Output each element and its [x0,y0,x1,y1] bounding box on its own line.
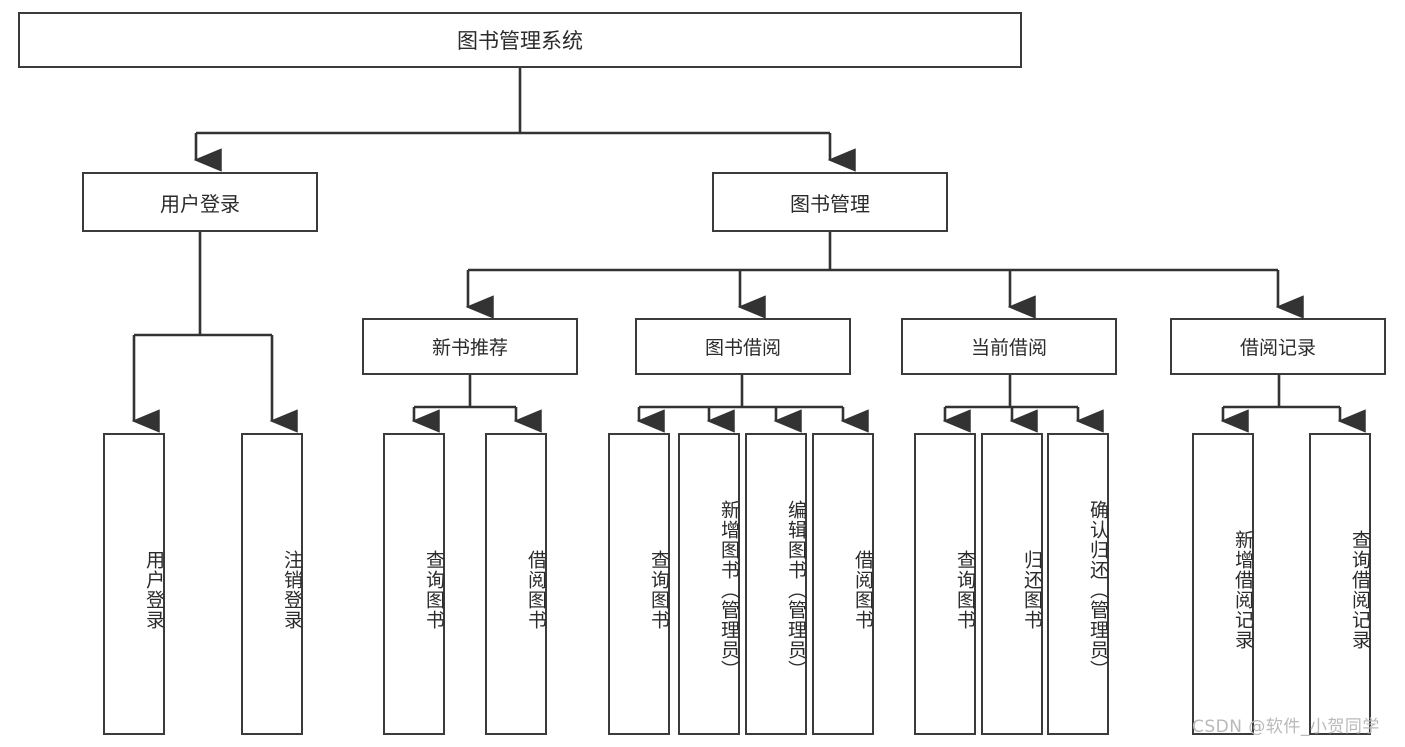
node-leaf-add-record-label: 新增借阅记录 [1232,530,1254,650]
node-leaf-edit-book-label: 编辑图书（管理员） [785,500,807,680]
node-leaf-borrow-book-2[interactable]: 借阅图书 [812,433,874,735]
node-root[interactable]: 图书管理系统 [18,12,1022,68]
node-new-book-recommend[interactable]: 新书推荐 [362,318,578,375]
node-leaf-query-book-3[interactable]: 查询图书 [914,433,976,735]
node-book-borrow[interactable]: 图书借阅 [635,318,851,375]
node-leaf-edit-book[interactable]: 编辑图书（管理员） [745,433,807,735]
node-leaf-add-book[interactable]: 新增图书（管理员） [678,433,740,735]
node-leaf-borrow-book-1-label: 借阅图书 [525,550,547,630]
node-book-management[interactable]: 图书管理 [712,172,948,232]
node-leaf-user-login[interactable]: 用户登录 [103,433,165,735]
node-leaf-query-book-3-label: 查询图书 [954,550,976,630]
node-borrow-record[interactable]: 借阅记录 [1170,318,1386,375]
node-user-login-label: 用户登录 [160,191,240,216]
csdn-watermark: CSDN @软件_小贺同学 [1192,717,1380,737]
node-new-book-recommend-label: 新书推荐 [431,337,508,359]
node-leaf-query-book-2[interactable]: 查询图书 [608,433,670,735]
node-leaf-add-book-label: 新增图书（管理员） [718,500,740,680]
node-current-borrow[interactable]: 当前借阅 [901,318,1117,375]
node-leaf-user-logout-label: 注销登录 [281,550,303,630]
node-leaf-return-book[interactable]: 归还图书 [981,433,1043,735]
node-current-borrow-label: 当前借阅 [970,337,1047,359]
node-leaf-query-book-1-label: 查询图书 [423,550,445,630]
node-leaf-user-logout[interactable]: 注销登录 [241,433,303,735]
node-leaf-query-book-1[interactable]: 查询图书 [383,433,445,735]
node-book-management-label: 图书管理 [790,191,870,216]
node-leaf-confirm-return-label: 确认归还（管理员） [1087,500,1109,680]
node-leaf-query-record-label: 查询借阅记录 [1349,530,1371,650]
node-leaf-borrow-book-2-label: 借阅图书 [852,550,874,630]
node-root-label: 图书管理系统 [457,29,583,53]
node-user-login[interactable]: 用户登录 [82,172,318,232]
node-leaf-query-record[interactable]: 查询借阅记录 [1309,433,1371,735]
node-leaf-add-record[interactable]: 新增借阅记录 [1192,433,1254,735]
node-leaf-borrow-book-1[interactable]: 借阅图书 [485,433,547,735]
node-leaf-query-book-2-label: 查询图书 [648,550,670,630]
node-borrow-record-label: 借阅记录 [1239,337,1316,359]
node-leaf-return-book-label: 归还图书 [1021,550,1043,630]
node-leaf-user-login-label: 用户登录 [143,550,165,630]
node-book-borrow-label: 图书借阅 [704,337,781,359]
node-leaf-confirm-return[interactable]: 确认归还（管理员） [1047,433,1109,735]
